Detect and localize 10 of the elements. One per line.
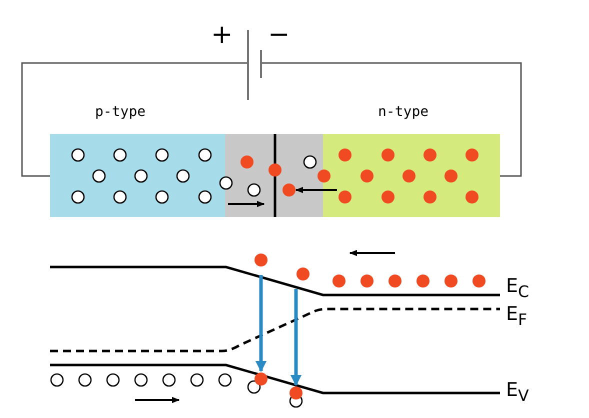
- energy-level-label: E$_{F}$: [506, 305, 528, 328]
- polarity-sign: −: [268, 22, 290, 48]
- circuit-wire: [262, 62, 522, 177]
- energy-level-label: E$_{C}$: [506, 277, 530, 300]
- region-label: p-type: [95, 104, 146, 120]
- polarity-sign: +: [211, 22, 233, 48]
- region-label: n-type: [378, 104, 429, 120]
- circuit-wire: [21, 62, 247, 177]
- battery-symbol: [247, 30, 262, 100]
- energy-level-label: E$_{V}$: [506, 381, 529, 404]
